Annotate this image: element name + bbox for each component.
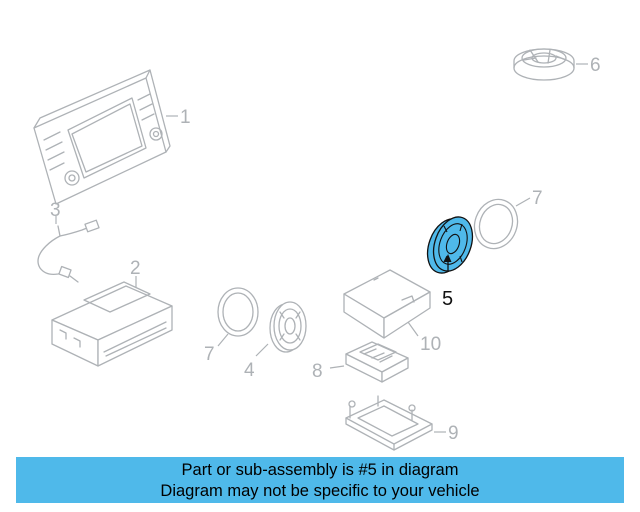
amplifier-part bbox=[343, 269, 431, 339]
mounting-bracket-part bbox=[345, 395, 433, 451]
leader-4 bbox=[255, 343, 269, 357]
leader-10 bbox=[407, 321, 419, 337]
banner-line-1: Part or sub-assembly is #5 in diagram bbox=[181, 461, 459, 479]
info-banner: Part or sub-assembly is #5 in diagram Di… bbox=[16, 457, 624, 503]
callout-6: 6 bbox=[590, 55, 601, 76]
leader-8 bbox=[329, 365, 345, 369]
callout-4: 4 bbox=[244, 360, 255, 381]
leader-7-right bbox=[515, 197, 531, 207]
radio-unit-part bbox=[33, 69, 171, 205]
ring-left-part bbox=[217, 287, 259, 337]
speaker-cover-part bbox=[513, 48, 575, 81]
highlighted-speaker-part[interactable] bbox=[421, 212, 480, 279]
callout-8: 8 bbox=[312, 361, 323, 382]
callout-3: 3 bbox=[50, 200, 61, 221]
callout-7-right: 7 bbox=[532, 188, 543, 209]
ring-right-part bbox=[473, 198, 519, 250]
leader-7-left bbox=[217, 333, 229, 347]
callout-2: 2 bbox=[130, 258, 141, 279]
callout-1: 1 bbox=[180, 107, 191, 128]
callout-9: 9 bbox=[448, 423, 459, 444]
leader-5-arrowhead bbox=[444, 254, 452, 262]
antenna-cable-part bbox=[37, 219, 100, 283]
control-module-part bbox=[51, 281, 173, 367]
callout-7-left: 7 bbox=[204, 344, 215, 365]
speaker-left-part bbox=[269, 301, 307, 353]
callout-10: 10 bbox=[420, 334, 441, 355]
bracket-module-part bbox=[345, 341, 409, 383]
callout-5[interactable]: 5 bbox=[442, 288, 453, 310]
banner-line-2: Diagram may not be specific to your vehi… bbox=[160, 482, 480, 500]
